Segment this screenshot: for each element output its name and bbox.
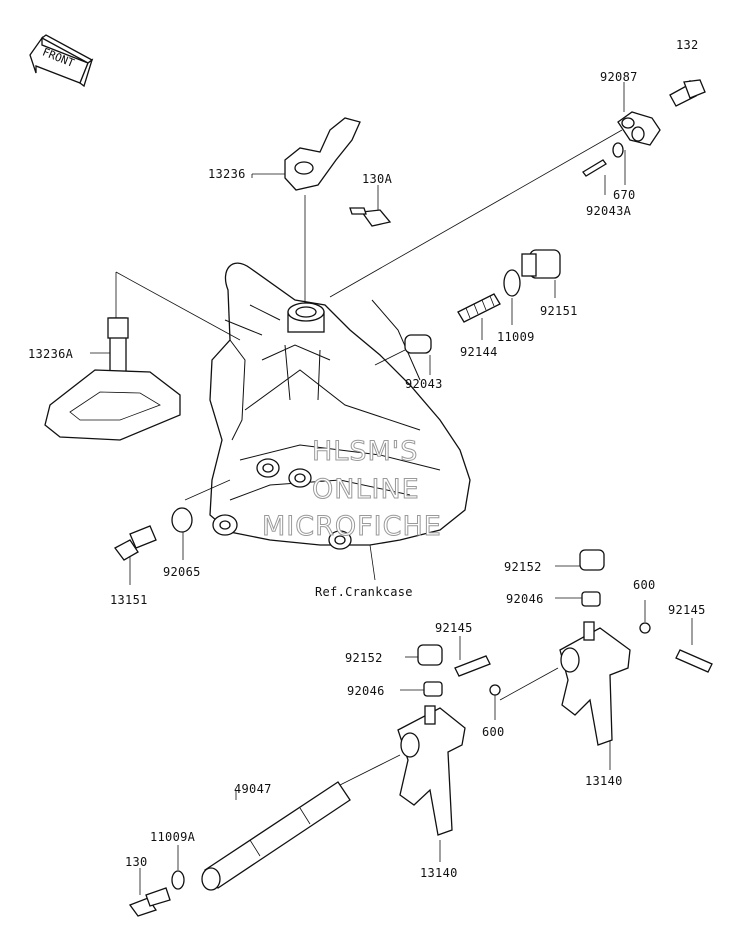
washer-11009a bbox=[171, 870, 185, 890]
label-92046-left: 92046 bbox=[347, 684, 385, 698]
bolt-132 bbox=[669, 79, 706, 107]
o-ring-670 bbox=[612, 142, 624, 158]
ring-92065 bbox=[171, 507, 193, 533]
bolt-13151 bbox=[114, 525, 157, 561]
spring-92145-left bbox=[454, 655, 491, 677]
pin-92043a bbox=[582, 159, 607, 177]
label-11009a: 11009A bbox=[150, 830, 196, 844]
lever-13236 bbox=[284, 117, 361, 191]
ball-600-left bbox=[489, 684, 501, 696]
label-11009: 11009 bbox=[497, 330, 535, 344]
ball-600-right bbox=[639, 622, 651, 634]
label-49047: 49047 bbox=[234, 782, 272, 796]
bolt-130a bbox=[349, 207, 392, 227]
label-92043: 92043 bbox=[405, 377, 443, 391]
label-92046-right: 92046 bbox=[506, 592, 544, 606]
washer-11009 bbox=[503, 269, 521, 297]
label-92087: 92087 bbox=[600, 70, 638, 84]
label-130: 130 bbox=[125, 855, 148, 869]
spring-92145-right bbox=[675, 649, 713, 673]
shift-fork-13140-right bbox=[559, 621, 631, 746]
label-92152-right: 92152 bbox=[504, 560, 542, 574]
shift-fork-13140-left bbox=[397, 705, 466, 836]
label-92145-left: 92145 bbox=[435, 621, 473, 635]
plunger-92043 bbox=[404, 334, 432, 354]
label-13140-right: 13140 bbox=[585, 774, 623, 788]
stopper-92151 bbox=[521, 249, 561, 279]
shift-rod-49047 bbox=[201, 781, 351, 891]
watermark-line-1: HLSM'S bbox=[311, 436, 419, 468]
label-92043a: 92043A bbox=[586, 204, 632, 218]
label-130a: 130A bbox=[362, 172, 393, 186]
label-92152-left: 92152 bbox=[345, 651, 383, 665]
shift-shaft-13236a bbox=[44, 317, 181, 441]
bolt-130 bbox=[128, 887, 171, 917]
collar-92152-left bbox=[417, 644, 443, 666]
label-92151: 92151 bbox=[540, 304, 578, 318]
label-670: 670 bbox=[613, 188, 636, 202]
watermark-line-3: MICROFICHE bbox=[262, 511, 442, 543]
label-13236a: 13236A bbox=[28, 347, 74, 361]
spring-92144 bbox=[457, 293, 501, 323]
front-arrow: FRONT bbox=[29, 34, 94, 88]
collar-92152-right bbox=[579, 549, 605, 571]
label-132: 132 bbox=[676, 38, 699, 52]
label-92144: 92144 bbox=[460, 345, 498, 359]
label-600-right: 600 bbox=[633, 578, 656, 592]
watermark-line-2: ONLINE bbox=[312, 474, 420, 506]
label-13236: 13236 bbox=[208, 167, 246, 181]
crankcase-housing bbox=[209, 262, 471, 550]
bearing-92046-right bbox=[581, 591, 601, 607]
label-92065: 92065 bbox=[163, 565, 201, 579]
label-13151: 13151 bbox=[110, 593, 148, 607]
label-600-left: 600 bbox=[482, 725, 505, 739]
label-92145-right: 92145 bbox=[668, 603, 706, 617]
bearing-92046-left bbox=[423, 681, 443, 697]
label-ref-crankcase: Ref.Crankcase bbox=[315, 585, 413, 599]
label-13140-left: 13140 bbox=[420, 866, 458, 880]
bracket-92087 bbox=[617, 111, 661, 146]
